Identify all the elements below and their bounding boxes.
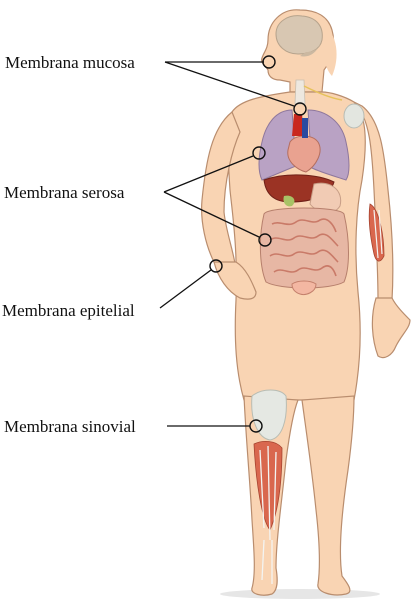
small-intestine bbox=[269, 218, 339, 277]
leader-mucosa-2 bbox=[164, 61, 295, 107]
label-membrana-mucosa: Membrana mucosa bbox=[5, 53, 135, 72]
trachea bbox=[294, 79, 306, 105]
hand-left bbox=[371, 297, 411, 359]
ground-shadow bbox=[220, 589, 380, 599]
brain bbox=[275, 15, 323, 55]
knee-joint bbox=[251, 389, 287, 441]
large-intestine bbox=[259, 207, 349, 289]
marker-serosa-peritoneum bbox=[258, 233, 272, 247]
hair bbox=[322, 22, 337, 76]
aorta bbox=[292, 114, 304, 136]
forearm-tendons bbox=[373, 209, 383, 259]
marker-sinovial-knee bbox=[249, 419, 263, 433]
marker-serosa-pleura bbox=[252, 146, 266, 160]
marker-epitelial-skin bbox=[209, 259, 223, 273]
leg-left bbox=[301, 395, 355, 596]
marker-mucosa-trachea bbox=[293, 102, 307, 116]
leader-serosa-2 bbox=[163, 191, 260, 238]
leader-serosa-1 bbox=[163, 155, 254, 193]
shoulder-joint bbox=[343, 103, 365, 129]
label-membrana-epitelial: Membrana epitelial bbox=[2, 301, 135, 320]
leader-epitelial bbox=[159, 269, 212, 309]
label-membrana-serosa: Membrana serosa bbox=[4, 183, 125, 202]
label-membrana-sinovial: Membrana sinovial bbox=[4, 417, 136, 436]
bladder bbox=[291, 280, 317, 295]
lung-left bbox=[307, 109, 350, 181]
organs bbox=[251, 15, 385, 584]
markers bbox=[209, 55, 307, 433]
lung-right bbox=[258, 109, 297, 181]
leg-tendons bbox=[259, 445, 277, 584]
clavicle-nerves bbox=[303, 85, 343, 101]
gallbladder bbox=[283, 195, 295, 207]
body-silhouette bbox=[201, 9, 411, 596]
leader-lines bbox=[159, 61, 295, 427]
vena-cava bbox=[302, 118, 308, 138]
hand-right bbox=[213, 261, 257, 300]
marker-mucosa-nose bbox=[262, 55, 276, 69]
cerebellum bbox=[300, 44, 320, 57]
